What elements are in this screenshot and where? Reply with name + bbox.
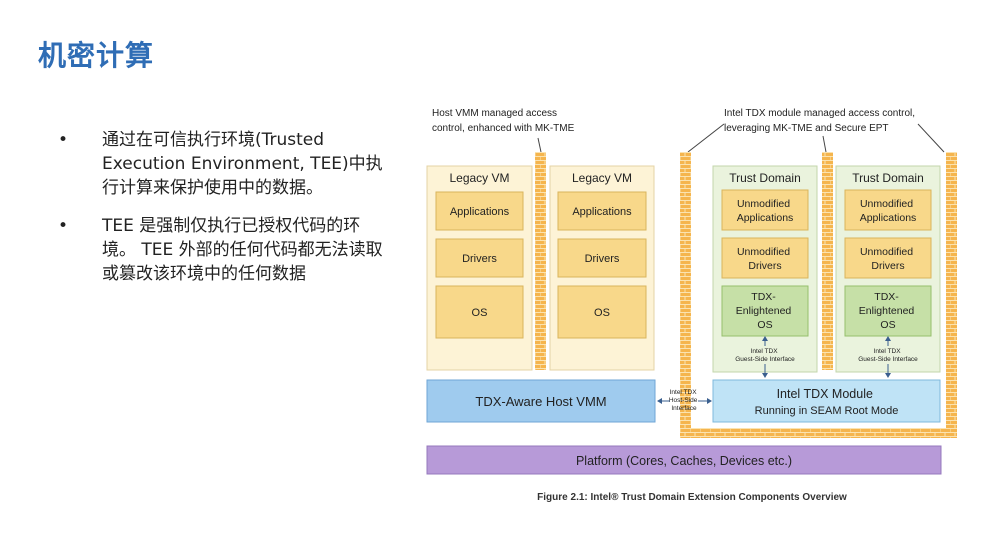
guest-interface-label: Intel TDX Guest-Side Interface — [735, 348, 795, 363]
applications-label: Unmodified Applications — [860, 198, 917, 224]
applications-block — [844, 189, 932, 231]
drivers-label: Unmodified Drivers — [737, 246, 793, 272]
applications-block — [435, 191, 524, 231]
tdx-module-label: Intel TDX Module Running in SEAM Root Mo… — [755, 387, 899, 417]
isolation-wall — [946, 152, 957, 438]
drivers-block — [435, 238, 524, 278]
os-label: OS — [594, 307, 610, 319]
os-block — [557, 285, 647, 339]
os-block — [844, 285, 932, 337]
legacy-vm-title: Legacy VM — [449, 171, 509, 185]
applications-label: Unmodified Applications — [737, 198, 794, 224]
os-block — [721, 285, 809, 337]
note-right-line-2: leveraging MK-TME and Secure EPT — [724, 123, 889, 134]
bullet-marker: • — [58, 216, 69, 236]
bullet-text: 通过在可信执行环境(Trusted Execution Environment,… — [102, 130, 383, 198]
bullet-item: • TEE 是强制仅执行已授权代码的环境。 TEE 外部的任何代码都无法读取或篡改… — [58, 214, 388, 286]
drivers-label: Unmodified Drivers — [860, 246, 916, 272]
host-vmm-label: TDX-Aware Host VMM — [475, 394, 606, 409]
drivers-block — [557, 238, 647, 278]
drivers-label: Drivers — [462, 253, 497, 265]
drivers-label: Drivers — [585, 253, 620, 265]
applications-label: Applications — [450, 206, 510, 218]
bullet-item: • 通过在可信执行环境(Trusted Execution Environment… — [58, 128, 388, 200]
isolation-wall — [822, 152, 833, 370]
tdx-module-block — [712, 379, 941, 423]
applications-block — [557, 191, 647, 231]
platform-label: Platform (Cores, Caches, Devices etc.) — [576, 454, 792, 468]
host-vmm-block — [426, 379, 656, 423]
applications-block — [721, 189, 809, 231]
host-interface-label: Intel TDX Host-Side Interface — [669, 389, 699, 412]
bullet-list: • 通过在可信执行环境(Trusted Execution Environment… — [58, 128, 388, 300]
drivers-block — [721, 237, 809, 279]
trust-domain-title: Trust Domain — [852, 171, 924, 185]
os-label: OS — [472, 307, 488, 319]
guest-interface-label: Intel TDX Guest-Side Interface — [858, 348, 918, 363]
isolation-wall — [680, 428, 957, 438]
os-label: TDX- Enlightened OS — [859, 291, 917, 331]
applications-label: Applications — [572, 206, 632, 218]
os-label: TDX- Enlightened OS — [736, 291, 794, 331]
bullet-text: TEE 是强制仅执行已授权代码的环境。 TEE 外部的任何代码都无法读取或篡改该… — [102, 216, 383, 284]
trust-domain-title: Trust Domain — [729, 171, 801, 185]
figure-caption: Figure 2.1: Intel® Trust Domain Extensio… — [537, 492, 847, 503]
note-left-line-1: Host VMM managed access — [432, 108, 557, 119]
note-left-line-2: control, enhanced with MK-TME — [432, 123, 575, 134]
isolation-wall — [535, 152, 546, 370]
legacy-vm-title: Legacy VM — [572, 171, 632, 185]
note-right-line-1: Intel TDX module managed access control, — [724, 108, 915, 119]
platform-block — [426, 445, 942, 475]
os-block — [435, 285, 524, 339]
drivers-block — [844, 237, 932, 279]
isolation-wall — [680, 152, 691, 438]
bullet-marker: • — [58, 130, 69, 150]
slide-title: 机密计算 — [38, 39, 155, 72]
